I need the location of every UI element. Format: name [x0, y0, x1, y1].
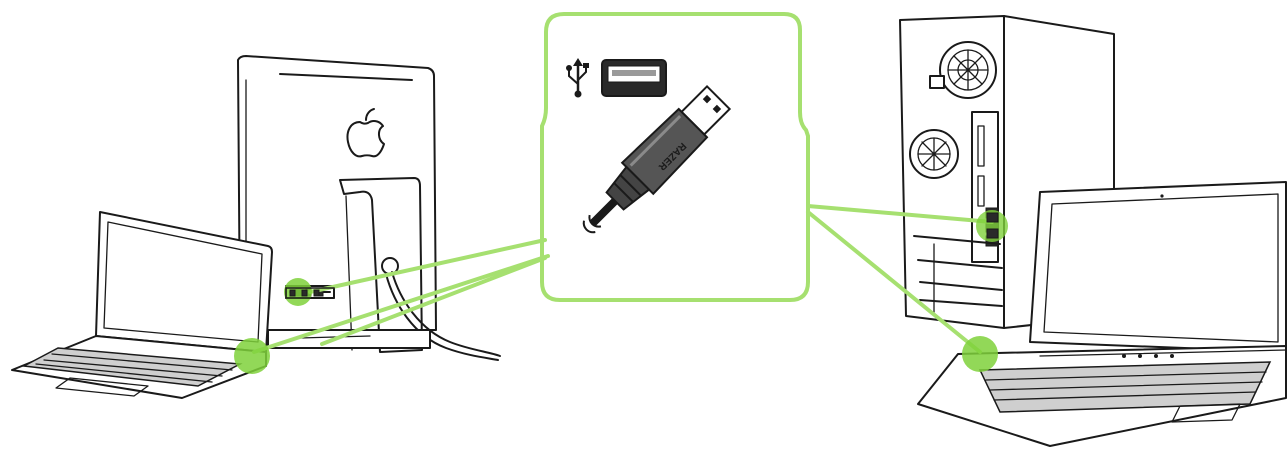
- imac-port-highlight: [284, 278, 312, 306]
- usb-callout-box: RAZER: [542, 14, 808, 300]
- fan-icon: [940, 42, 996, 98]
- usb-trident-icon: [566, 58, 589, 98]
- left-laptop-port-highlight: [234, 338, 270, 374]
- right-laptop-port-highlight: [962, 336, 998, 372]
- usb-a-port-icon: [602, 60, 666, 96]
- usb-cable-plug: RAZER: [571, 82, 734, 245]
- laptop-left: [12, 212, 272, 398]
- fan-icon: [910, 130, 958, 178]
